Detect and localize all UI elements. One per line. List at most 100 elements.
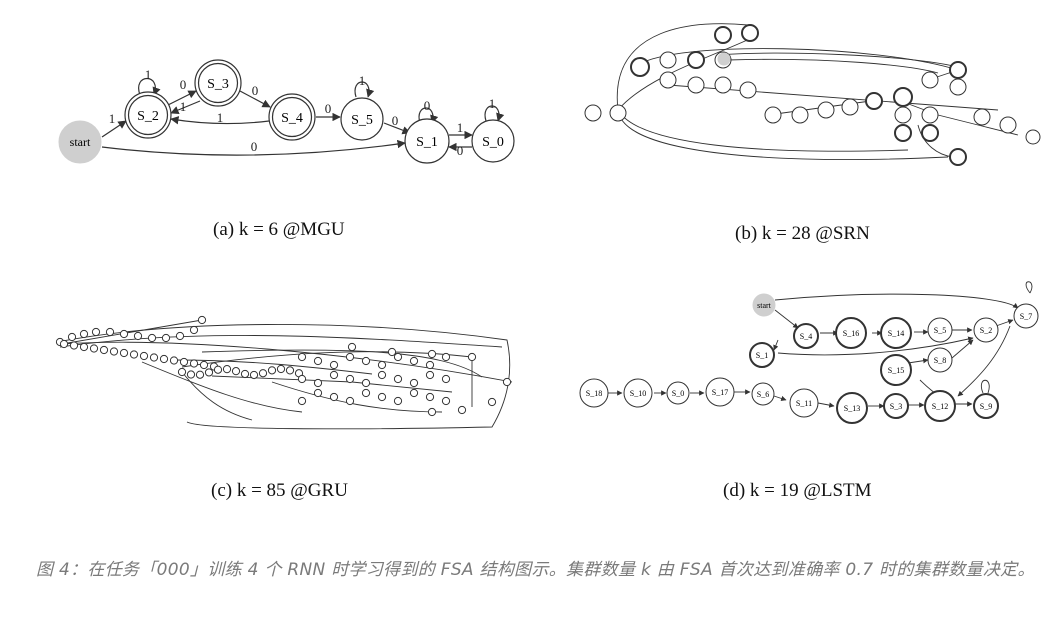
panel-b-srn: [578, 15, 1048, 175]
svg-text:start: start: [757, 301, 772, 310]
gru-state-node: [213, 365, 223, 374]
gru-state-node: [105, 327, 115, 337]
fsa-diagram-gru: [55, 315, 513, 430]
gru-state-node: [409, 378, 419, 388]
edge-label: 1: [457, 120, 464, 135]
node-s15: S_15: [880, 354, 912, 386]
fsa-diagram-mgu: 1 1 0 1 0 1 0 1 0 0 0 1 0 1 start S_2: [58, 59, 515, 164]
gru-state-node: [147, 333, 157, 343]
gru-state-node: [361, 356, 371, 366]
gru-state-node: [179, 357, 189, 367]
panel-c-gru: [52, 312, 522, 432]
gru-state-node: [297, 374, 307, 384]
gru-state-node: [377, 360, 387, 370]
panel-a-mgu: 1 1 0 1 0 1 0 1 0 0 0 1 0 1 start S_2: [50, 55, 530, 195]
edge-label: 1: [489, 96, 496, 111]
node-s5: S_5: [340, 97, 384, 141]
edge-s0-self: [484, 105, 505, 122]
gru-state-node: [177, 367, 187, 377]
gru-state-node: [204, 368, 214, 377]
node-s3: S_3: [194, 59, 242, 107]
svg-text:S_5: S_5: [934, 326, 946, 335]
caption-d: (d) k = 19 @LSTM: [723, 480, 872, 501]
edge-start-s1: [101, 139, 406, 156]
node-s11: S_11: [789, 388, 819, 418]
svg-text:S_4: S_4: [281, 111, 303, 126]
svg-text:S_2: S_2: [980, 326, 992, 335]
edge-s5-self: [354, 81, 375, 98]
svg-text:S_11: S_11: [796, 399, 812, 408]
gru-state-node: [441, 352, 451, 362]
edge-start-s2: [101, 120, 127, 138]
node-s5: S_5: [927, 317, 953, 343]
svg-text:S_13: S_13: [844, 404, 860, 413]
gru-state-node: [189, 325, 199, 335]
edge-label: 0: [325, 101, 332, 116]
edge-label: 0: [392, 113, 399, 128]
gru-state-node: [393, 352, 403, 362]
node-start: start: [58, 120, 102, 164]
gru-state-node: [297, 396, 307, 406]
node-s1: S_1: [749, 342, 775, 368]
gru-state-node: [149, 353, 159, 362]
svg-text:S_0: S_0: [482, 135, 504, 150]
gru-state-node: [409, 356, 419, 366]
edge-s2-s3: [167, 90, 197, 106]
gru-state-node: [487, 397, 497, 407]
gru-state-node: [441, 396, 451, 406]
gru-state-node: [285, 366, 295, 375]
edge-label: 0: [180, 77, 187, 92]
node-start: start: [752, 293, 776, 317]
gru-state-node: [195, 370, 205, 379]
svg-text:start: start: [70, 135, 91, 149]
edge-label: 0: [457, 143, 464, 158]
caption-b: (b) k = 28 @SRN: [735, 223, 870, 244]
svg-text:S_5: S_5: [351, 113, 373, 128]
svg-text:S_4: S_4: [800, 332, 812, 341]
svg-text:S_18: S_18: [586, 389, 602, 398]
gru-state-node: [67, 332, 77, 342]
gru-state-node: [199, 360, 209, 370]
gru-state-node: [361, 378, 371, 388]
edge-label: 1: [217, 110, 224, 125]
gru-state-node: [89, 344, 99, 353]
gru-state-node: [467, 352, 477, 362]
caption-c: (c) k = 85 @GRU: [211, 480, 348, 501]
svg-text:S_3: S_3: [207, 77, 229, 92]
edge-label: 1: [145, 67, 152, 82]
gru-state-node: [425, 392, 435, 402]
gru-state-node: [133, 331, 143, 341]
gru-state-node: [387, 347, 397, 357]
gru-state-node: [347, 342, 357, 352]
gru-state-node: [393, 396, 403, 406]
node-s12: S_12: [924, 390, 956, 422]
gru-state-node: [129, 350, 139, 359]
gru-state-node: [313, 356, 323, 366]
node-s2: S_2: [973, 317, 999, 343]
gru-state-node: [409, 388, 419, 398]
gru-state-node: [345, 396, 355, 406]
gru-state-node: [189, 359, 199, 368]
node-s6: S_6: [751, 382, 775, 406]
edge-s3-s4: [239, 90, 271, 108]
gru-state-node: [91, 327, 101, 337]
edge-s4-s2: [170, 116, 270, 125]
gru-state-node: [457, 405, 467, 415]
node-s0: S_0: [666, 381, 690, 405]
gru-state-node: [297, 352, 307, 362]
gru-state-node: [59, 339, 69, 349]
edge-s5-s1: [383, 122, 411, 135]
svg-text:S_9: S_9: [980, 402, 992, 411]
node-s10: S_10: [623, 378, 653, 408]
gru-state-node: [425, 360, 435, 370]
gru-state-node: [377, 392, 387, 402]
gru-state-node: [197, 315, 207, 325]
gru-state-node: [109, 347, 119, 356]
gru-state-node: [175, 331, 185, 341]
svg-text:S_3: S_3: [890, 402, 902, 411]
gru-state-node: [329, 360, 339, 370]
gru-state-node: [345, 374, 355, 384]
node-s17: S_17: [705, 377, 735, 407]
gru-state-node: [313, 378, 323, 388]
svg-text:S_1: S_1: [416, 135, 438, 150]
